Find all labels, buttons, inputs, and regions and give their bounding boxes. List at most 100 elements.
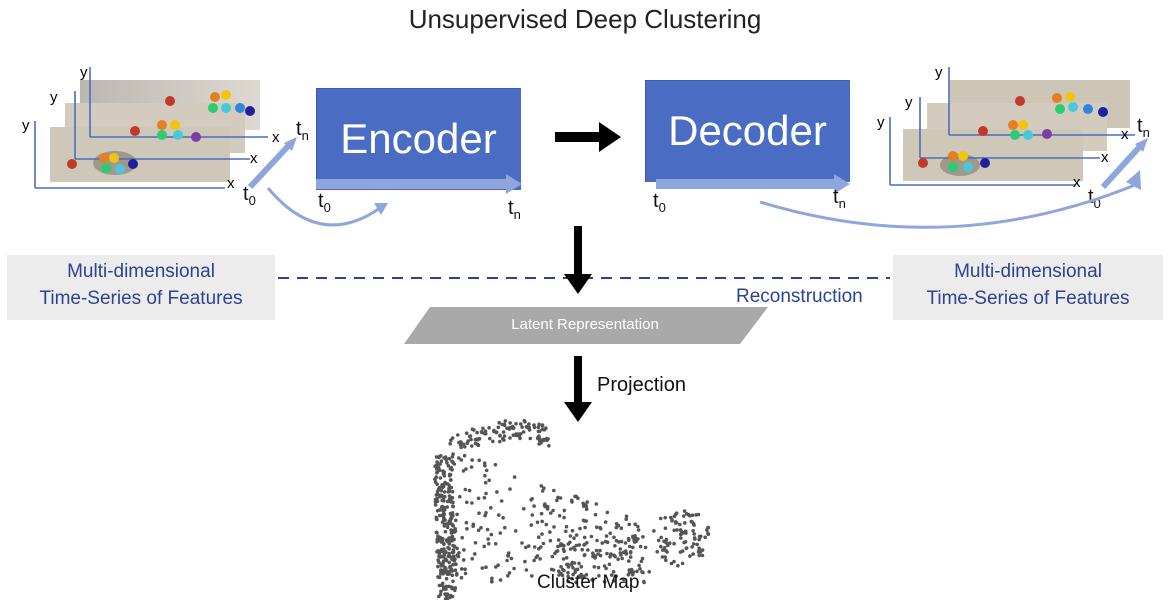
cluster-point bbox=[598, 526, 603, 531]
output-axis-y-2: y bbox=[905, 94, 913, 111]
cluster-point bbox=[539, 484, 544, 488]
cluster-point bbox=[621, 550, 626, 555]
cluster-point bbox=[459, 458, 464, 462]
cluster-point bbox=[631, 570, 636, 574]
cluster-point bbox=[448, 517, 453, 521]
cluster-point bbox=[470, 501, 474, 505]
input-t0-label: t0 bbox=[243, 183, 256, 208]
cluster-point bbox=[484, 432, 488, 436]
cluster-point bbox=[442, 551, 447, 556]
input-tn-label: tn bbox=[296, 118, 309, 143]
cluster-point bbox=[433, 500, 438, 505]
cluster-point bbox=[582, 553, 587, 557]
cluster-point bbox=[470, 458, 474, 462]
cluster-point bbox=[445, 505, 449, 509]
cluster-point bbox=[439, 488, 444, 493]
cluster-point bbox=[694, 513, 698, 517]
cluster-point bbox=[697, 537, 701, 542]
cluster-point bbox=[576, 496, 580, 500]
cluster-point bbox=[680, 531, 684, 536]
cluster-point bbox=[435, 537, 440, 541]
cluster-point bbox=[441, 495, 446, 500]
cluster-point bbox=[672, 559, 676, 564]
cluster-point bbox=[706, 532, 711, 536]
cluster-point bbox=[449, 522, 454, 526]
cluster-point bbox=[443, 557, 448, 561]
cluster-point bbox=[465, 500, 469, 505]
cluster-point bbox=[469, 465, 474, 469]
cluster-point bbox=[464, 520, 469, 525]
cluster-point bbox=[574, 533, 579, 537]
cluster-point bbox=[557, 514, 562, 518]
cluster-point bbox=[582, 535, 587, 540]
cluster-point bbox=[638, 567, 642, 571]
cluster-point bbox=[610, 573, 614, 577]
cluster-point bbox=[457, 551, 461, 555]
output-t0-label: t0 bbox=[1088, 186, 1101, 211]
cluster-point bbox=[593, 512, 598, 517]
cluster-point bbox=[652, 529, 656, 533]
cluster-point bbox=[602, 579, 607, 584]
cluster-point bbox=[490, 576, 494, 581]
to-latent-arrow-shaft bbox=[574, 226, 582, 276]
cluster-point bbox=[690, 545, 694, 549]
cluster-point bbox=[612, 579, 616, 583]
projection-label: Projection bbox=[597, 374, 686, 396]
cluster-point bbox=[689, 519, 693, 524]
cluster-point bbox=[450, 573, 455, 578]
cluster-point bbox=[487, 541, 491, 546]
cluster-point bbox=[636, 537, 640, 541]
cluster-point bbox=[481, 426, 485, 431]
to-latent-arrow-head bbox=[564, 274, 592, 294]
cluster-point bbox=[640, 556, 645, 561]
cluster-point bbox=[450, 569, 454, 573]
cluster-point bbox=[524, 568, 529, 572]
input-frame-stack: y x y x y x bbox=[22, 64, 297, 192]
cluster-point bbox=[562, 549, 566, 554]
cluster-point bbox=[452, 462, 457, 466]
latent-representation-shape bbox=[404, 307, 768, 344]
cluster-point bbox=[446, 545, 450, 550]
cluster-point bbox=[451, 504, 455, 508]
cluster-point bbox=[439, 589, 443, 594]
cluster-point bbox=[496, 563, 500, 567]
cluster-point bbox=[542, 427, 547, 432]
cluster-point bbox=[439, 569, 443, 574]
cluster-point bbox=[470, 444, 474, 448]
encoder-to-decoder-arrow bbox=[555, 122, 621, 152]
cluster-map-scatter bbox=[433, 418, 711, 600]
cluster-point bbox=[584, 573, 589, 577]
cluster-point bbox=[473, 552, 477, 556]
cluster-point bbox=[631, 545, 635, 550]
cluster-point bbox=[502, 422, 507, 426]
cluster-point bbox=[444, 576, 449, 581]
cluster-point bbox=[516, 432, 521, 436]
cluster-point bbox=[562, 508, 567, 513]
cluster-point bbox=[678, 522, 682, 527]
cluster-point bbox=[434, 517, 439, 521]
cluster-point bbox=[548, 538, 553, 543]
cluster-point bbox=[513, 529, 518, 533]
cluster-point bbox=[683, 521, 687, 525]
cluster-point bbox=[594, 548, 599, 553]
cluster-point bbox=[483, 513, 487, 518]
cluster-point bbox=[494, 430, 499, 435]
encoder-time-arrow bbox=[316, 174, 522, 194]
cluster-point bbox=[503, 419, 508, 423]
cluster-point bbox=[627, 559, 631, 563]
cluster-point bbox=[512, 426, 516, 430]
cluster-point bbox=[665, 550, 669, 554]
cluster-point bbox=[506, 551, 511, 555]
cluster-point bbox=[604, 534, 609, 538]
output-axis-x-2: x bbox=[1101, 149, 1109, 166]
cluster-point bbox=[676, 563, 680, 568]
cluster-point bbox=[627, 538, 631, 542]
cluster-point bbox=[636, 524, 640, 529]
cluster-point bbox=[449, 513, 454, 518]
cluster-point bbox=[623, 541, 628, 545]
cluster-point bbox=[539, 439, 544, 444]
output-axis-x-1: x bbox=[1073, 174, 1081, 191]
cluster-point bbox=[562, 543, 566, 548]
cluster-point bbox=[562, 515, 566, 520]
cluster-point bbox=[464, 431, 469, 435]
